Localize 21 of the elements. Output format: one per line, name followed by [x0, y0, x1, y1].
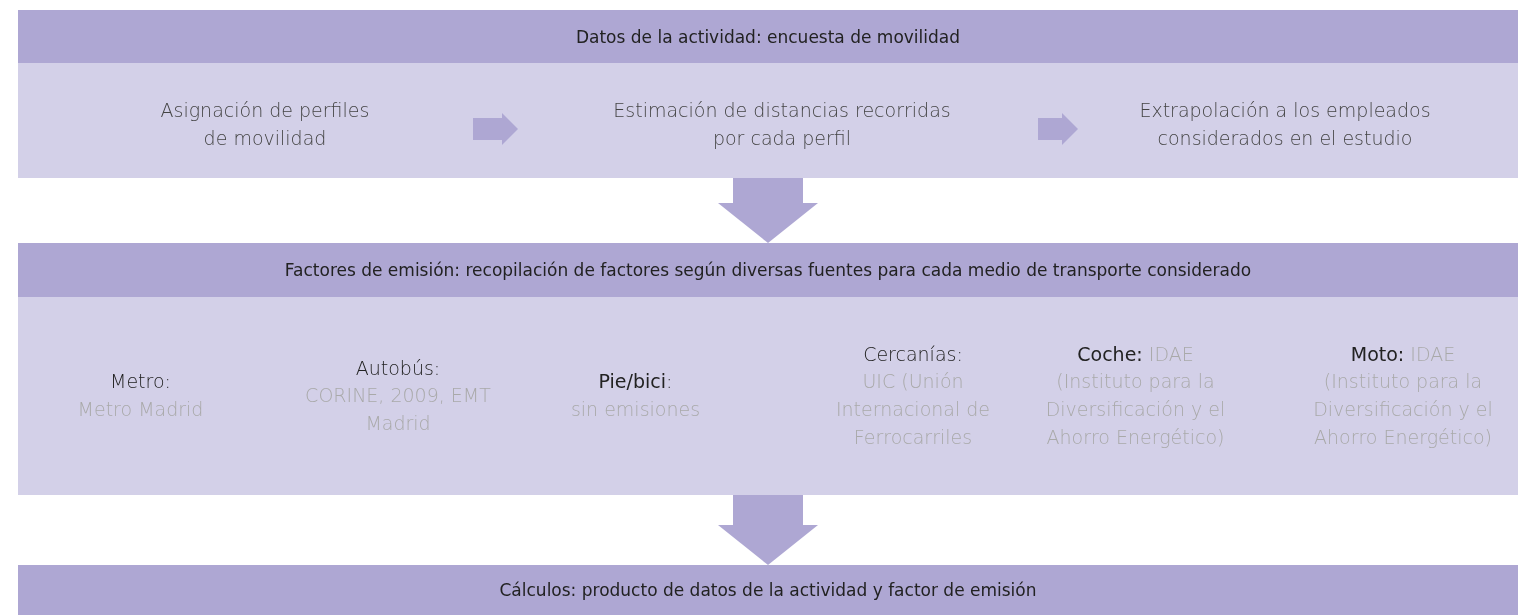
arrow	[473, 113, 518, 145]
source-text: sin emisiones	[570, 397, 701, 422]
transport-mode-label: Pie/bici:	[598, 369, 673, 395]
transport-mode-label: Autobús:	[355, 355, 441, 381]
arrow	[1038, 113, 1078, 145]
source-text: Metro Madrid	[77, 397, 204, 422]
step-text: Extrapolación a los empleados considerados en el estudio	[1138, 98, 1432, 151]
step-text: Estimación de distancias recorridas por cada perfil	[612, 98, 952, 151]
transport-mode-label: Metro:	[110, 369, 171, 395]
section-heading: Factores de emisión: recopilación de factores según diversas fuentes para cada medio de transporte considerado	[18, 243, 1518, 297]
section-band	[18, 243, 1518, 495]
transport-mode-label: Cercanías:	[863, 341, 963, 367]
step-text: Asignación de perfiles de movilidad	[159, 98, 371, 151]
section-heading: Datos de la actividad: encuesta de movilidad	[18, 10, 1518, 63]
section-band	[18, 10, 1518, 178]
source-text: UIC (Unión Internacional de Ferrocarriles	[834, 369, 992, 450]
arrow	[718, 495, 818, 565]
source-text: CORINE, 2009, EMT Madrid	[304, 383, 492, 436]
source-text: Moto: IDAE (Instituto para la Diversificación y el Ahorro Energético)	[1312, 341, 1494, 450]
arrow	[718, 178, 818, 243]
section-heading: Cálculos: producto de datos de la actividad y factor de emisión	[18, 565, 1518, 615]
